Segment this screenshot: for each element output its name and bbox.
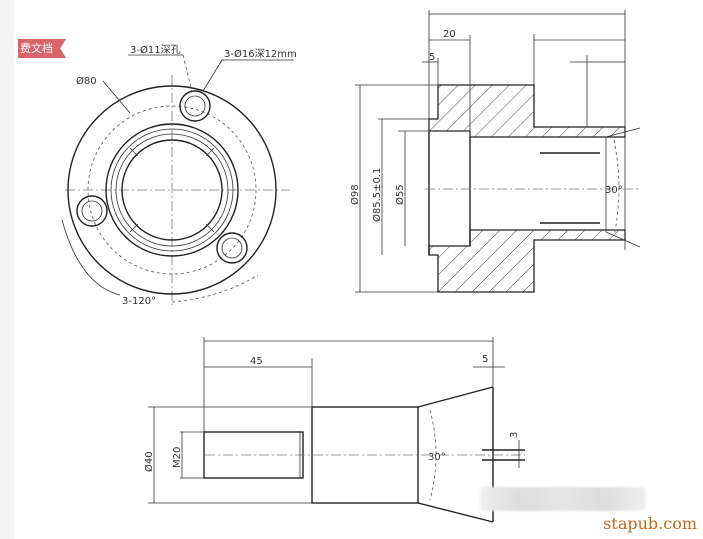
hole-callout-counterbore: 3-Ø16深12mm (224, 48, 297, 60)
dim-dia-40: Ø40 (143, 451, 155, 472)
hole-callout-through: 3-Ø11深孔 (130, 44, 181, 56)
side-view: 30° 3 45 5 Ø40 M20 (143, 337, 525, 523)
dim-45: 45 (250, 356, 263, 367)
dim-slot-width: 3 (509, 432, 520, 438)
dim-dia-85: Ø85.5±0.1 (371, 168, 383, 222)
dim-20: 20 (443, 29, 456, 40)
site-watermark: stapub.com (603, 514, 697, 533)
front-view: Ø80 3-Ø11深孔 3-Ø16深12mm 3-120° (61, 44, 297, 307)
blurred-watermark (480, 487, 645, 511)
page-margin (0, 0, 14, 539)
dim-thread-m20: M20 (172, 447, 183, 468)
section-view: 30° 20 5 Ø98 Ø85.5±0.1 Ø55 (349, 10, 641, 293)
dim-5-side: 5 (482, 354, 488, 365)
dim-dia-55: Ø55 (394, 184, 406, 205)
dim-angle-spacing: 3-120° (122, 296, 156, 307)
document-tag: 费文档 (18, 39, 66, 58)
dim-section-taper: 30° (605, 185, 623, 196)
dim-outer-diameter: Ø80 (76, 75, 97, 87)
dim-5-section: 5 (429, 52, 435, 63)
dim-side-taper: 30° (428, 452, 446, 463)
dim-dia-98: Ø98 (349, 184, 361, 205)
